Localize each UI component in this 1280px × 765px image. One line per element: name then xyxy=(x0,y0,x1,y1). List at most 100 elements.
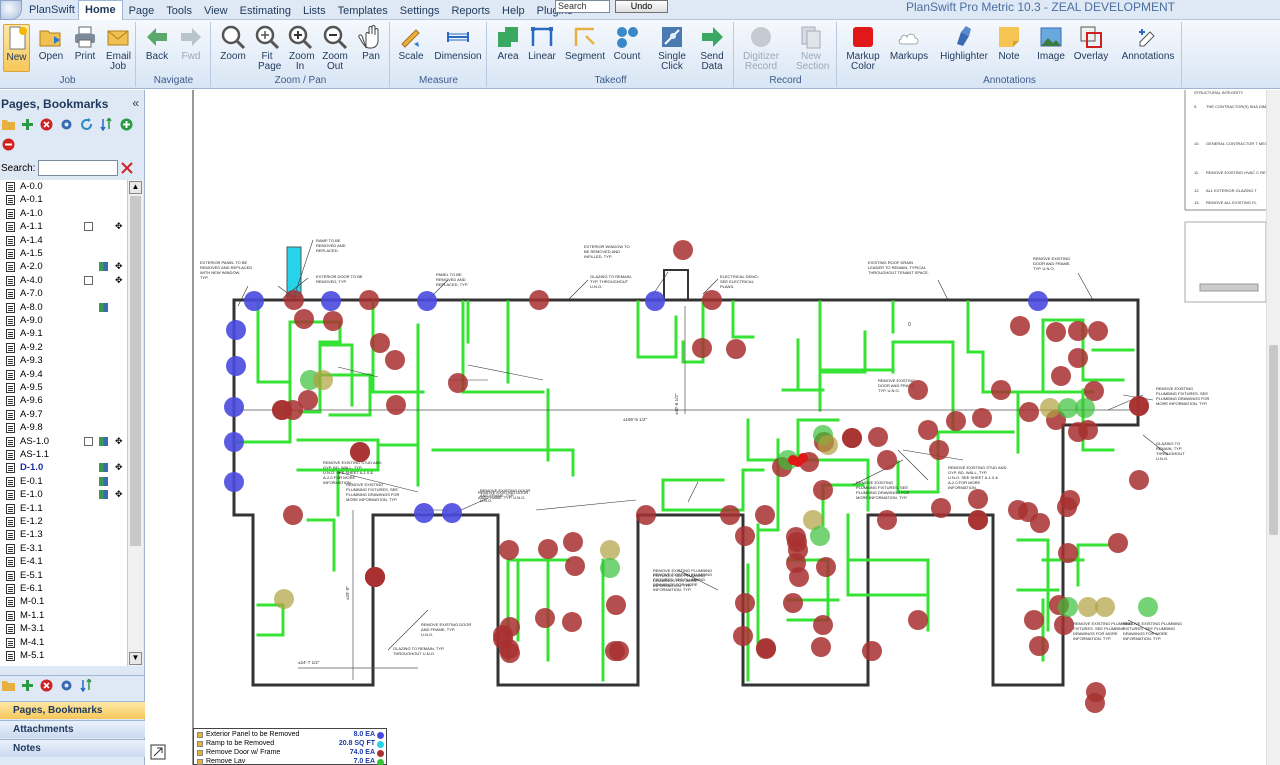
area-button[interactable]: Area xyxy=(493,24,523,62)
add-icon[interactable] xyxy=(21,118,34,131)
fixture-removal-marker[interactable] xyxy=(803,510,823,530)
collapse-icon[interactable] xyxy=(84,222,93,232)
page-item[interactable]: A-1.1✥ xyxy=(0,220,127,233)
takeoff-grid-icon[interactable] xyxy=(99,302,108,312)
new-button[interactable]: New xyxy=(3,24,30,72)
page-item[interactable]: A-1.5 xyxy=(0,247,127,260)
canvas-scrollbar[interactable] xyxy=(1266,90,1280,765)
application-menu-button[interactable] xyxy=(0,0,22,20)
page-search-input[interactable] xyxy=(38,160,118,176)
fixture-removal-marker[interactable] xyxy=(810,526,830,546)
door-removal-marker[interactable] xyxy=(284,290,304,310)
door-removal-marker[interactable] xyxy=(929,440,949,460)
fixture-removal-marker[interactable] xyxy=(1058,597,1078,617)
page-item[interactable]: A-9.6 xyxy=(0,394,127,407)
scroll-down-icon[interactable]: ▼ xyxy=(129,652,142,665)
door-removal-marker[interactable] xyxy=(1084,381,1104,401)
page-item[interactable]: A-1.0 xyxy=(0,207,127,220)
print-button[interactable]: Print xyxy=(70,24,100,62)
scroll-up-icon[interactable]: ▲ xyxy=(129,181,142,194)
door-removal-marker[interactable] xyxy=(862,641,882,661)
door-removal-marker[interactable] xyxy=(294,309,314,329)
add-icon[interactable] xyxy=(21,679,34,692)
door-removal-marker[interactable] xyxy=(1129,470,1149,490)
door-removal-marker[interactable] xyxy=(1024,610,1044,630)
zoom-button[interactable]: Zoom xyxy=(217,24,249,62)
door-removal-marker[interactable] xyxy=(931,498,951,518)
door-removal-marker[interactable] xyxy=(877,510,897,530)
dimension-button[interactable]: Dimension xyxy=(431,24,485,62)
door-removal-marker[interactable] xyxy=(1129,396,1149,416)
fixture-removal-marker[interactable] xyxy=(1040,398,1060,418)
highlighter-button[interactable]: Highlighter xyxy=(938,24,990,62)
fixture-removal-marker[interactable] xyxy=(818,435,838,455)
annotations-button[interactable]: Annotations xyxy=(1118,24,1178,62)
door-removal-marker[interactable] xyxy=(968,510,988,530)
door-removal-marker[interactable] xyxy=(1029,636,1049,656)
door-removal-marker[interactable] xyxy=(918,420,938,440)
move-icon[interactable]: ✥ xyxy=(115,462,123,473)
sort-icon[interactable] xyxy=(80,679,93,692)
door-removal-marker[interactable] xyxy=(538,539,558,559)
door-removal-marker[interactable] xyxy=(1046,322,1066,342)
door-removal-marker[interactable] xyxy=(733,626,753,646)
door-removal-marker[interactable] xyxy=(756,638,776,658)
sort-icon[interactable] xyxy=(100,118,113,131)
door-removal-marker[interactable] xyxy=(726,339,746,359)
exterior-panel-marker[interactable] xyxy=(321,291,341,311)
markups-button[interactable]: Markups xyxy=(889,24,929,62)
door-removal-marker[interactable] xyxy=(605,641,625,661)
door-removal-marker[interactable] xyxy=(565,556,585,576)
door-removal-marker[interactable] xyxy=(499,540,519,560)
page-item[interactable]: A-2.0✥ xyxy=(0,260,127,273)
door-removal-marker[interactable] xyxy=(991,380,1011,400)
move-icon[interactable]: ✥ xyxy=(115,221,123,232)
digitizer-record-button[interactable]: Digitizer Record xyxy=(739,24,783,72)
door-removal-marker[interactable] xyxy=(1058,543,1078,563)
door-removal-marker[interactable] xyxy=(787,532,807,552)
new-section-button[interactable]: New Section xyxy=(789,24,833,72)
takeoff-grid-icon[interactable] xyxy=(99,436,108,446)
page-item[interactable]: A-8.0 xyxy=(0,301,127,314)
door-removal-marker[interactable] xyxy=(972,408,992,428)
door-removal-marker[interactable] xyxy=(636,505,656,525)
page-item[interactable]: M-0.1 xyxy=(0,595,127,608)
pane-attachments[interactable]: Attachments xyxy=(0,720,145,738)
takeoff-grid-icon[interactable] xyxy=(99,490,108,500)
door-removal-marker[interactable] xyxy=(283,505,303,525)
page-item[interactable]: A-9.3 xyxy=(0,354,127,367)
door-removal-marker[interactable] xyxy=(1057,497,1077,517)
menu-lists[interactable]: Lists xyxy=(302,5,326,17)
canvas-scroll-thumb[interactable] xyxy=(1269,345,1278,535)
page-item[interactable]: E-1.3 xyxy=(0,528,127,541)
page-item[interactable]: E-1.1 xyxy=(0,502,127,515)
delete-icon[interactable] xyxy=(40,118,53,131)
exterior-panel-marker[interactable] xyxy=(442,503,462,523)
markup-color-button[interactable]: Markup Color xyxy=(843,24,883,72)
move-icon[interactable]: ✥ xyxy=(115,435,123,446)
door-removal-marker[interactable] xyxy=(1108,533,1128,553)
door-removal-marker[interactable] xyxy=(842,428,862,448)
overlay-button[interactable]: Overlay xyxy=(1072,24,1110,62)
takeoff-grid-icon[interactable] xyxy=(99,463,108,473)
note-button[interactable]: Note xyxy=(994,24,1024,62)
collapse-icon[interactable] xyxy=(84,436,93,446)
door-removal-marker[interactable] xyxy=(359,290,379,310)
door-removal-marker[interactable] xyxy=(946,411,966,431)
page-item[interactable]: D-1.0✥ xyxy=(0,461,127,474)
folder-icon[interactable] xyxy=(2,118,15,131)
page-item[interactable]: M-3.1 xyxy=(0,622,127,635)
fixture-removal-marker[interactable] xyxy=(1058,398,1078,418)
move-icon[interactable]: ✥ xyxy=(115,261,123,272)
door-removal-marker[interactable] xyxy=(735,526,755,546)
exterior-panel-marker[interactable] xyxy=(414,503,434,523)
scale-button[interactable]: Scale xyxy=(395,24,427,62)
fixture-removal-marker[interactable] xyxy=(274,589,294,609)
door-removal-marker[interactable] xyxy=(720,505,740,525)
menu-reports[interactable]: Reports xyxy=(451,5,491,17)
door-removal-marker[interactable] xyxy=(563,532,583,552)
door-removal-marker[interactable] xyxy=(385,350,405,370)
fixture-removal-marker[interactable] xyxy=(1138,597,1158,617)
exterior-panel-marker[interactable] xyxy=(417,291,437,311)
